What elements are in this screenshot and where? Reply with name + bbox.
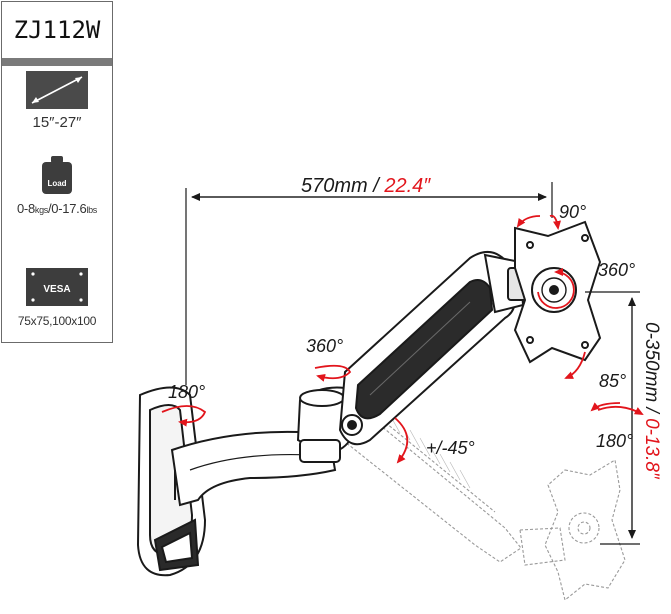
arm-swivel-label: 360° (306, 336, 343, 356)
head-pan-arrow-left (516, 215, 541, 228)
weight-icon: Load (42, 156, 72, 194)
model-number: ZJ112W (13, 16, 101, 44)
arm-swivel-arrow (314, 364, 352, 382)
load-capacity: 0-8kgs/0-17.6lbs (2, 201, 112, 216)
load-lb-value: /0-17.6 (48, 201, 87, 216)
head-tilt-arrow (564, 351, 586, 379)
screen-rotate-arrow (537, 268, 575, 309)
upper-arm (338, 251, 517, 446)
vesa-sizes: 75x75,100x100 (17, 314, 97, 328)
head-swivel-arrow-right (597, 405, 644, 415)
screen-size-icon (26, 71, 88, 109)
arm-tilt-arrow (394, 417, 409, 464)
head-tilt-label: 85° (599, 371, 626, 391)
height-label: 0-350mm / 0-13.8″ (641, 322, 662, 480)
base-swivel-label: 180° (168, 382, 205, 402)
spec-panel: ZJ112W Load VESA (1, 1, 113, 343)
ghost-arm-position (329, 401, 626, 601)
head-pan-arrow-right (549, 214, 561, 230)
load-kg-unit: kgs (34, 205, 48, 215)
rotation-arrows (161, 214, 644, 464)
reach-label: 570mm / 22.4″ (301, 175, 431, 197)
screen-rotate-label: 360° (598, 260, 635, 280)
head-swivel-arrow-left (590, 402, 621, 412)
load-kg-value: 0-8 (17, 201, 35, 216)
load-lb-unit: lbs (86, 205, 97, 215)
vesa-label: VESA (43, 284, 70, 295)
lower-arm (170, 430, 337, 507)
screen-size-range: 15″-27″ (32, 114, 82, 131)
arm-tilt-label: +/-45° (426, 438, 475, 458)
vesa-plate (513, 220, 602, 364)
divider-bar (2, 58, 112, 66)
height-dimension (585, 291, 640, 545)
base-swivel-arrow (161, 405, 207, 427)
reach-dimension (185, 182, 553, 385)
head-swivel-label: 180° (596, 431, 633, 451)
spec-icons: Load VESA (26, 71, 88, 306)
elbow-joint (296, 386, 352, 463)
head-pan-label: 90° (559, 202, 586, 222)
vesa-icon: VESA (26, 268, 88, 306)
wall-plate (136, 386, 207, 577)
load-label: Load (47, 179, 66, 188)
